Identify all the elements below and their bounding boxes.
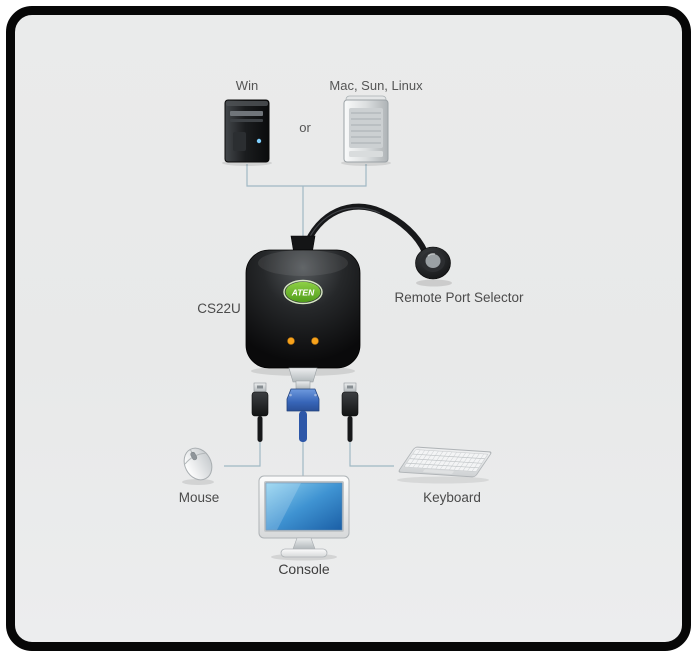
label-mouse: Mouse [178, 490, 220, 505]
usb-right-body [341, 391, 359, 417]
vga-body [286, 388, 320, 412]
label-keyboard: Keyboard [423, 490, 481, 505]
mac-grille-lines [351, 112, 381, 144]
mouse-icon [182, 447, 214, 485]
win-computer-icon [222, 99, 272, 166]
label-device-model: CS22U [197, 301, 241, 316]
cable-line-switch-to-keyboard [349, 440, 394, 467]
keyboard-key-rows [406, 453, 486, 469]
selector-cable-highlight [305, 207, 381, 246]
remote-port-selector-icon [302, 203, 452, 287]
win-power-led [256, 138, 262, 144]
usb-connector-left-icon [251, 382, 269, 442]
vga-connector-icon [286, 380, 320, 442]
mouse-shadow [182, 479, 214, 485]
vga-screw-right [314, 393, 317, 397]
monitor-neck [292, 537, 316, 550]
usb-right-slot [347, 385, 353, 389]
kvm-switch-icon: ATEN [245, 235, 361, 383]
monitor-screen [265, 482, 343, 531]
label-win: Win [235, 78, 259, 93]
usb-left-cable [257, 416, 263, 442]
port2-led [311, 337, 319, 345]
keyboard-spacebar [423, 469, 454, 474]
selector-shadow [416, 279, 452, 287]
selector-button-highlight [427, 253, 436, 257]
vga-screw-left [289, 393, 292, 397]
win-drive-bay [230, 111, 263, 116]
label-remote-port-selector: Remote Port Selector [394, 290, 524, 305]
mouse-body [183, 447, 213, 481]
mouse-scroll-wheel [190, 451, 198, 461]
win-drive-bay-2 [230, 119, 263, 122]
kvm-bottom-connector [288, 367, 318, 383]
mac-computer-icon [341, 95, 391, 166]
cable-line-computers-to-switch [246, 164, 367, 240]
usb-left-slot [257, 385, 263, 389]
vga-shell [295, 380, 311, 390]
selector-button [425, 254, 441, 268]
label-console: Console [278, 561, 330, 577]
aten-logo [285, 281, 321, 303]
kvm-gloss [258, 250, 348, 276]
mac-grille [349, 108, 383, 148]
monitor-base [280, 548, 328, 558]
aten-logo-text: ATEN [291, 288, 315, 298]
keyboard-shadow [397, 476, 489, 484]
win-top [226, 101, 268, 106]
win-vent [233, 132, 246, 151]
vga-cable [299, 411, 307, 442]
usb-left-body [251, 391, 269, 417]
mac-base-strip [349, 151, 383, 157]
label-or: or [299, 120, 311, 135]
keyboard-icon [397, 446, 492, 484]
selector-cable [302, 203, 428, 255]
usb-right-cable [347, 416, 353, 442]
cable-line-switch-to-mouse [224, 440, 261, 467]
monitor-screen-sheen [266, 483, 301, 530]
usb-connector-right-icon [341, 382, 359, 442]
keyboard-key-columns [408, 449, 485, 472]
win-body [224, 99, 270, 163]
label-mac-sun-linux: Mac, Sun, Linux [329, 78, 423, 93]
console-monitor-icon [258, 475, 350, 561]
port1-led [287, 337, 295, 345]
aten-logo-ring [283, 279, 323, 305]
